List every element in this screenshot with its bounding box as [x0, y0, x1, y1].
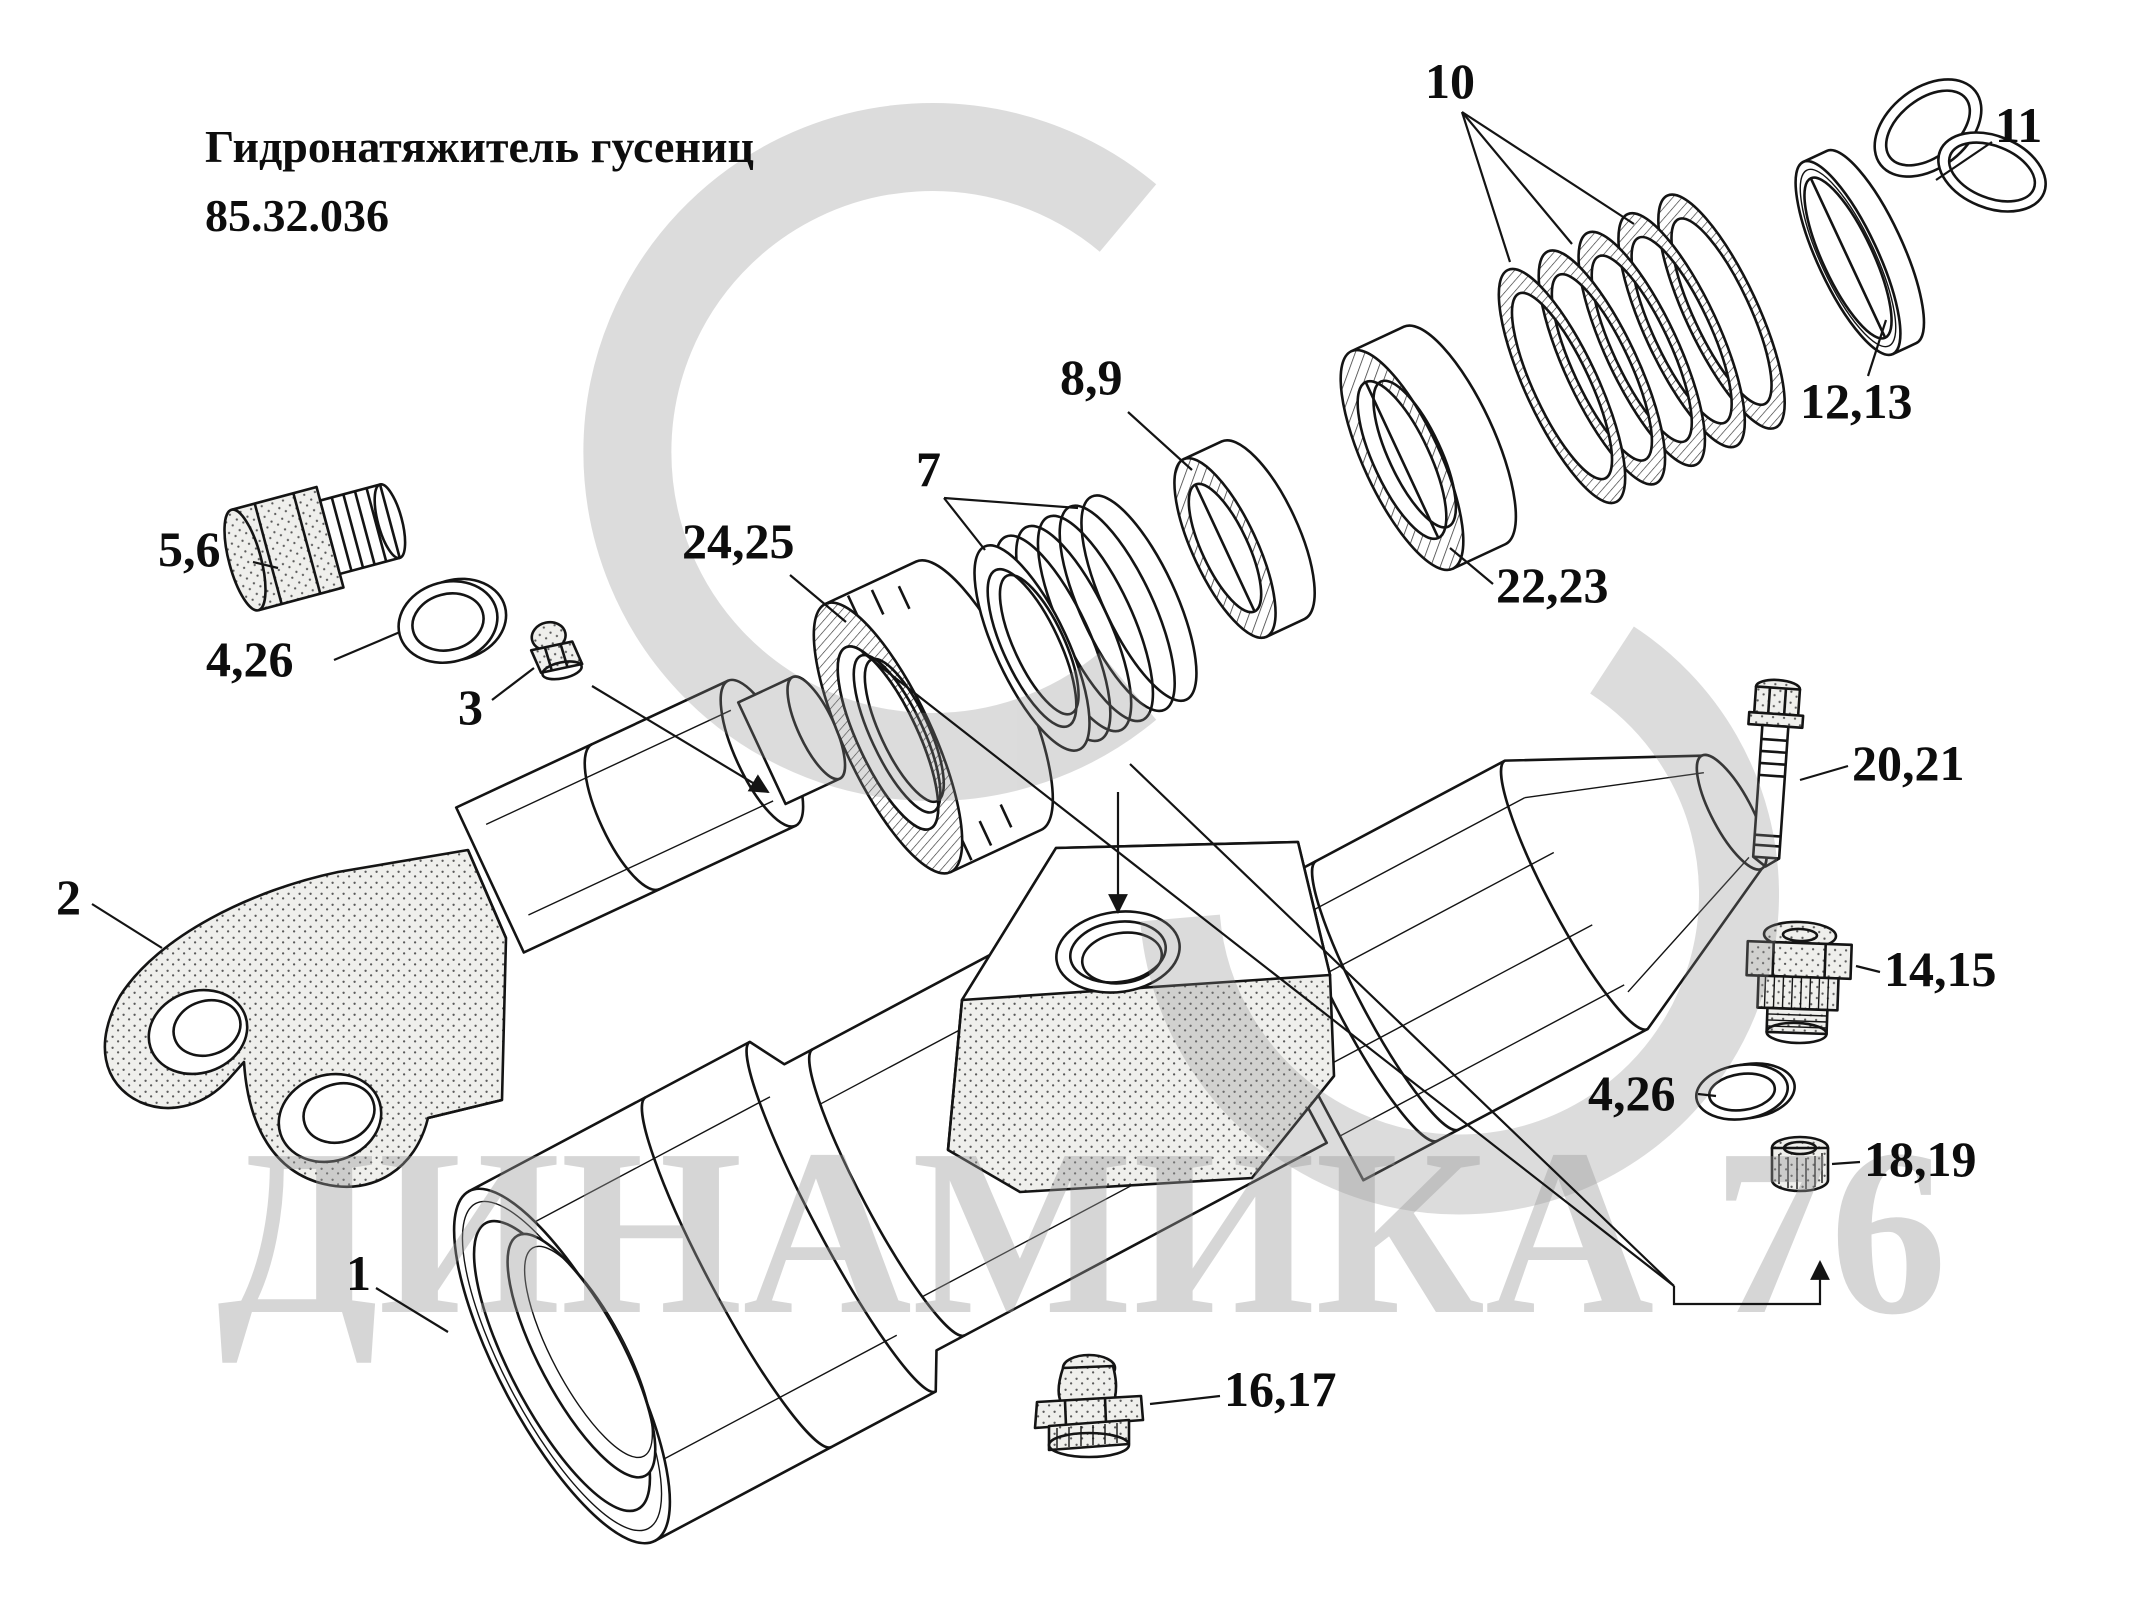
diagram-title: Гидронатяжитель гусениц 85.32.036: [205, 112, 754, 250]
callout-7: 7: [916, 441, 941, 497]
plug-16-17: [1033, 1353, 1145, 1459]
callout-10: 10: [1425, 53, 1475, 109]
cylinder-right-body: [1219, 753, 1768, 1182]
callout-2: 2: [56, 869, 81, 925]
callout-12-13: 12,13: [1800, 373, 1913, 429]
washer-4-26-left: [397, 577, 508, 665]
callout-1: 1: [346, 1245, 371, 1301]
bolt-20-21: [1747, 678, 1805, 868]
callout-20-21: 20,21: [1852, 735, 1965, 791]
spring-coils-10: [1497, 193, 1786, 505]
callout-4-26-right: 4,26: [1588, 1065, 1676, 1121]
callout-5-6: 5,6: [158, 521, 221, 577]
callout-16-17: 16,17: [1224, 1361, 1337, 1417]
callout-4-26-left: 4,26: [206, 631, 294, 687]
ring-22-23: [1339, 324, 1518, 572]
washer-4-26-right: [1694, 1062, 1796, 1121]
watermark-text: ДИНАМИКА 76: [217, 1101, 1947, 1364]
fitting-14-15: [1745, 920, 1853, 1045]
ring-12-13: [1794, 148, 1926, 357]
piston-rod: [454, 675, 847, 954]
grease-fitting-3: [529, 620, 584, 681]
callout-3: 3: [458, 679, 483, 735]
callout-11: 11: [1995, 97, 2043, 153]
callout-18-19: 18,19: [1864, 1131, 1977, 1187]
fork-clevis: [103, 848, 508, 1189]
seal-ring-8-9: [1173, 438, 1316, 640]
center-block: [946, 840, 1336, 1194]
watermark-logo: [583, 103, 1780, 1215]
snap-ring-11: [1873, 78, 2047, 213]
nut-18-19: [1770, 1135, 1830, 1193]
hex-plug-5-6: [223, 483, 407, 612]
callout-24-25: 24,25: [682, 513, 795, 569]
pointer-arrows: [591, 651, 1830, 1306]
callout-8-9: 8,9: [1060, 349, 1123, 405]
title-line-1: Гидронатяжитель гусениц: [205, 121, 754, 172]
threaded-sleeve-7: [973, 494, 1198, 752]
callout-22-23: 22,23: [1496, 557, 1609, 613]
title-line-2: 85.32.036: [205, 190, 389, 241]
callout-14-15: 14,15: [1884, 941, 1997, 997]
leader-lines: [91, 111, 1993, 1406]
